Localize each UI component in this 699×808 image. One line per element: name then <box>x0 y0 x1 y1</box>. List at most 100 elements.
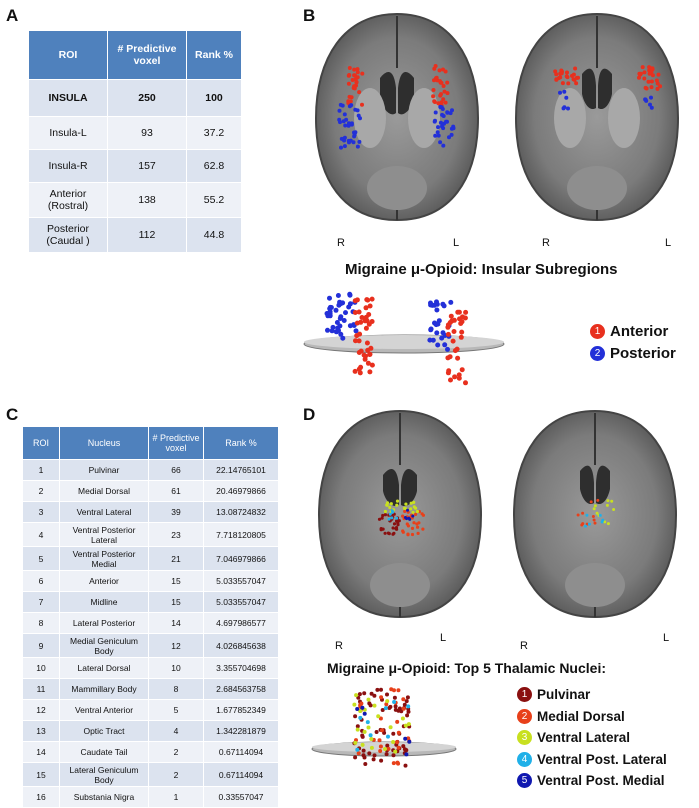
activation-dot <box>327 304 333 310</box>
activation-dot <box>573 66 578 71</box>
activation-dot <box>352 310 358 315</box>
activation-dot <box>390 516 394 520</box>
activation-dot <box>440 301 446 307</box>
activation-dot <box>401 530 405 534</box>
activation-dot <box>434 76 438 81</box>
activation-dot <box>391 753 396 758</box>
activation-dot <box>362 691 367 696</box>
activation-dot <box>592 507 596 511</box>
activation-dot <box>376 714 381 719</box>
activation-dot <box>337 323 343 329</box>
activation-dot <box>347 94 352 99</box>
activation-dot <box>406 533 410 537</box>
activation-dot <box>338 331 344 337</box>
activation-dot <box>357 370 363 376</box>
activation-dot <box>554 77 559 82</box>
activation-dot <box>335 293 341 298</box>
activation-dot <box>362 318 368 324</box>
activation-dot <box>387 532 391 536</box>
activation-dot <box>334 320 340 325</box>
activation-dot <box>443 100 448 105</box>
activation-dot <box>363 305 369 311</box>
activation-dot <box>428 327 434 333</box>
activation-dot <box>643 85 648 90</box>
activation-dot <box>325 327 330 333</box>
activation-dot <box>348 99 353 104</box>
activation-dot <box>637 71 642 76</box>
activation-dot <box>327 310 333 316</box>
activation-dot <box>437 68 442 73</box>
activation-dot <box>342 112 347 117</box>
activation-dot <box>366 312 372 317</box>
activation-dot <box>440 112 445 117</box>
activation-dot <box>362 356 368 362</box>
activation-dot <box>367 303 373 309</box>
activation-dot <box>587 522 591 526</box>
activation-dot <box>353 338 358 344</box>
activation-dot <box>368 733 373 738</box>
activation-dot <box>456 372 462 378</box>
activation-dot <box>441 97 446 102</box>
activation-dot <box>593 521 597 525</box>
activation-dot <box>396 688 401 693</box>
activation-dot <box>396 745 401 750</box>
orientation-left: L <box>663 632 670 644</box>
activation-dot <box>329 328 335 334</box>
activation-dot <box>450 338 456 344</box>
activation-dot <box>649 95 653 100</box>
activation-dot <box>441 84 446 88</box>
activation-dot <box>430 337 436 343</box>
brain-axial-slice-b2 <box>514 12 680 222</box>
activation-dot <box>432 66 437 71</box>
activation-dot <box>640 65 645 70</box>
activation-dot <box>384 752 389 757</box>
activation-dot <box>358 319 364 325</box>
activation-dot <box>356 309 362 315</box>
activation-dot <box>392 522 397 526</box>
activation-dot <box>596 498 600 502</box>
legend-marker: 5 <box>517 773 532 788</box>
activation-dot <box>358 715 363 720</box>
activation-dot <box>585 522 589 526</box>
activation-dot <box>343 310 348 316</box>
activation-dot <box>374 730 379 734</box>
activation-dot <box>606 499 610 503</box>
activation-dot <box>403 723 408 728</box>
activation-dot <box>648 102 652 107</box>
activation-dot <box>355 707 360 711</box>
activation-dot <box>369 362 375 368</box>
activation-dot <box>576 513 580 517</box>
activation-dot <box>408 517 412 521</box>
activation-dot <box>650 73 655 78</box>
activation-dot <box>363 762 368 766</box>
activation-dot <box>366 321 372 327</box>
activation-dot <box>338 102 343 107</box>
orientation-left: L <box>453 237 460 249</box>
activation-dot <box>391 510 395 514</box>
activation-dot <box>463 309 469 315</box>
activation-dot <box>395 760 400 765</box>
activation-dot <box>352 368 358 374</box>
legend-item-posterior: 2 Posterior <box>590 345 676 362</box>
activation-dot <box>447 354 453 360</box>
activation-dot <box>405 522 409 526</box>
col-header-roi: ROI <box>22 426 60 460</box>
activation-dot <box>386 734 390 739</box>
activation-dot <box>433 110 438 115</box>
activation-dot <box>350 78 355 82</box>
activation-dot <box>404 748 409 753</box>
activation-dot <box>438 140 443 145</box>
activation-dot <box>355 747 360 752</box>
activation-dot <box>340 300 346 306</box>
activation-dot <box>379 687 383 692</box>
activation-dot <box>362 711 367 716</box>
activation-dot <box>438 120 443 125</box>
activation-dot <box>386 746 391 751</box>
activation-dot <box>434 307 440 313</box>
